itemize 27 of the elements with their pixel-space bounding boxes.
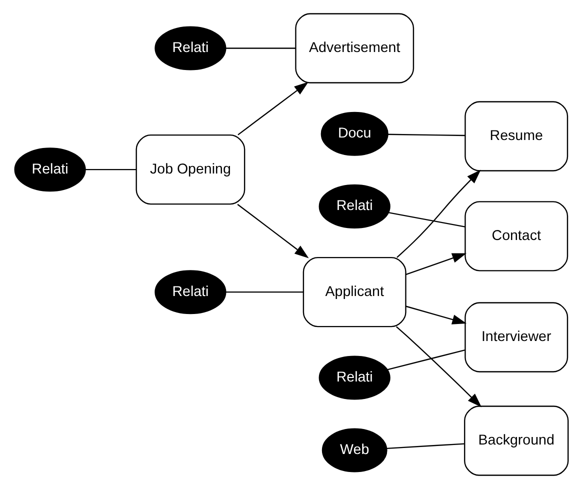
node-ellipse: Web — [321, 428, 387, 472]
node-ellipse: Docu — [320, 111, 388, 156]
arrow — [236, 203, 308, 258]
connector — [225, 47, 296, 48]
arrow — [395, 326, 482, 407]
connector — [84, 168, 136, 170]
arrow — [405, 252, 466, 275]
connector — [225, 290, 303, 292]
arrow — [237, 81, 308, 135]
node-ellipse: Relati — [154, 270, 226, 314]
connector — [386, 442, 464, 448]
node-ellipse: Relati — [14, 147, 86, 192]
node-ellipse: Relati — [318, 355, 390, 400]
node-box: Interviewer — [464, 302, 568, 372]
arrow — [405, 305, 466, 324]
node-box: Job Opening — [135, 134, 245, 204]
arrow — [396, 169, 480, 258]
node-box: Applicant — [302, 256, 406, 327]
node-ellipse: Relati — [318, 184, 390, 228]
node-ellipse: Relati — [154, 26, 226, 70]
node-box: Advertisement — [294, 12, 414, 83]
connector — [387, 133, 465, 136]
node-box: Contact — [464, 200, 568, 271]
connector — [386, 348, 465, 370]
node-box: Background — [464, 405, 568, 476]
connector — [388, 211, 465, 227]
node-box: Resume — [464, 100, 568, 171]
